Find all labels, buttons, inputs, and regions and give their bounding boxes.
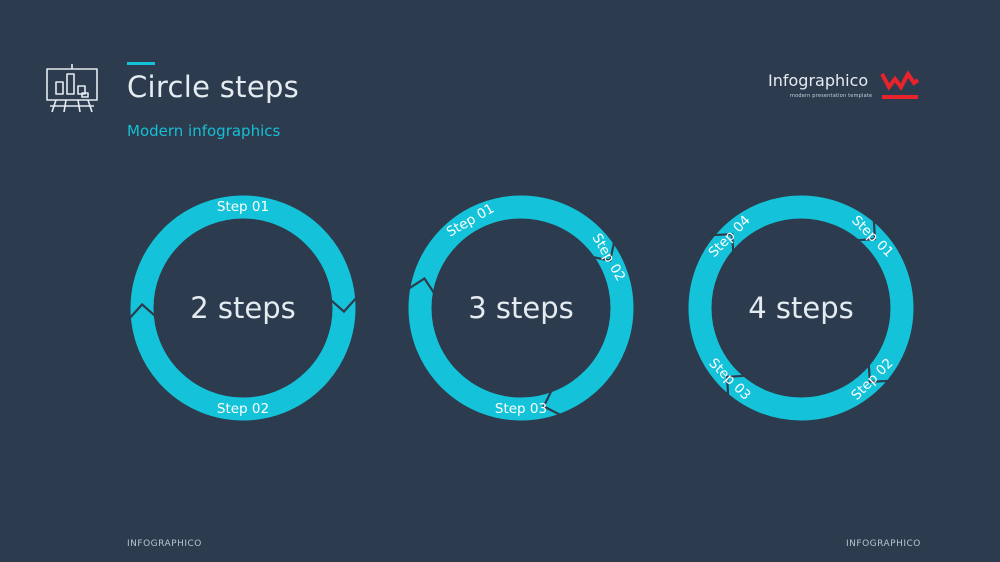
step-ring-1: Step 01 Step 02 2 steps bbox=[129, 195, 357, 421]
brand: Infographico modern presentation templat… bbox=[768, 71, 923, 105]
title-accent-bar bbox=[127, 62, 155, 65]
ring-band bbox=[408, 195, 634, 421]
step-separator-chevron bbox=[857, 220, 877, 242]
w-logo-icon bbox=[880, 71, 920, 99]
step-separator-chevron bbox=[867, 364, 889, 384]
step-label: Step 01 bbox=[217, 199, 269, 215]
brand-name: Infographico bbox=[768, 71, 869, 90]
footer-left-text: INFOGRAPHICO bbox=[127, 539, 202, 549]
page-title: Circle steps bbox=[127, 70, 300, 104]
ring-band bbox=[130, 195, 356, 421]
step-label: Step 03 bbox=[495, 401, 547, 417]
page-subtitle: Modern infographics bbox=[127, 122, 281, 140]
ring-band bbox=[688, 195, 914, 421]
step-separator-chevron bbox=[725, 374, 745, 396]
center-label: 2 steps bbox=[190, 291, 296, 325]
step-separator-chevron bbox=[593, 242, 616, 262]
footer-right-text: INFOGRAPHICO bbox=[846, 539, 921, 549]
brand-tagline: modern presentation template bbox=[790, 93, 873, 99]
step-label: Step 02 bbox=[217, 401, 269, 417]
center-label: 4 steps bbox=[748, 291, 854, 325]
step-separator-chevron bbox=[129, 302, 156, 319]
step-separator-chevron bbox=[713, 232, 735, 252]
step-separator-chevron bbox=[330, 297, 357, 314]
center-label: 3 steps bbox=[468, 291, 574, 325]
presentation-board-icon bbox=[46, 64, 98, 113]
step-separator-chevron bbox=[408, 276, 435, 294]
step-separator-chevron bbox=[542, 390, 561, 416]
